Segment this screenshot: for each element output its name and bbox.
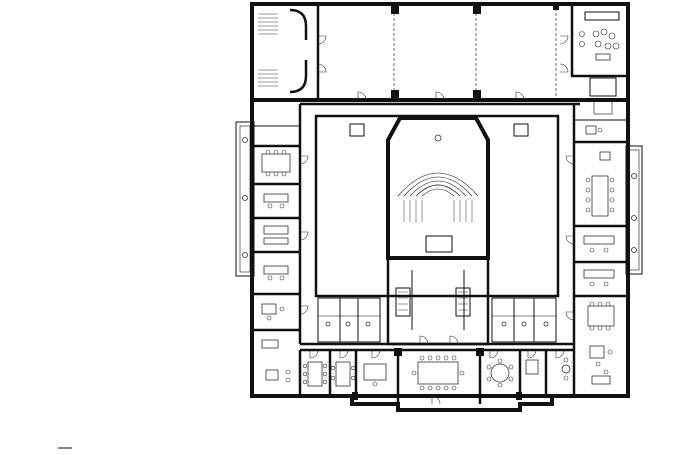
inner-ring: [298, 102, 580, 346]
door-swings: [299, 35, 575, 405]
east-range: [574, 119, 628, 331]
west-balcony: [235, 121, 255, 277]
south-range: [252, 328, 613, 404]
west-range: [252, 125, 300, 321]
ne-conference-furniture: [579, 28, 620, 61]
central-lobby: [386, 256, 490, 346]
auditorium: [386, 116, 490, 260]
east-balcony: [625, 145, 643, 275]
service-cores: [317, 297, 557, 343]
north-wing: [250, 2, 630, 115]
